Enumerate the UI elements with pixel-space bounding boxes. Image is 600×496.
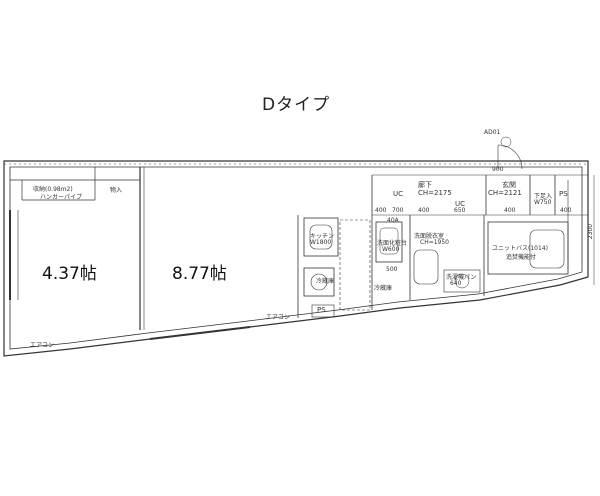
- washroom-label: 洗面脱衣室: [414, 233, 445, 240]
- ps-label-bottom: PS: [317, 306, 326, 314]
- aircon-label: エアコン: [266, 314, 291, 321]
- dim-400-b: 400: [418, 207, 430, 214]
- dim-650: 650: [454, 207, 466, 214]
- uc-label-1: UC: [393, 190, 404, 198]
- breaker-label: 40A: [387, 217, 399, 224]
- washstand-width: W600: [382, 246, 400, 253]
- unit-bath-sub: 追焚機能付: [506, 254, 537, 261]
- aircon-label-2: エアコン: [30, 342, 55, 349]
- kitchen-width: W1800: [310, 239, 332, 246]
- corridor-label: 廊下: [418, 181, 432, 189]
- shoe-box-label: 下足入: [534, 193, 553, 200]
- door-tag: AD01: [484, 129, 501, 136]
- corridor-ch: CH=2175: [418, 189, 452, 197]
- dim-400-a: 400: [375, 207, 387, 214]
- uc-label-2: UC: [455, 200, 466, 208]
- laundry-pan-label: 洗濯機パン: [446, 274, 477, 281]
- kitchen-label: キッチン: [310, 233, 335, 240]
- inner-wall: [9, 166, 583, 350]
- washroom-ch: CH=1950: [420, 239, 449, 246]
- plan-title: Dタイプ: [262, 95, 331, 115]
- laundry-pan-width: 640: [450, 280, 462, 287]
- entrance-label: 玄関: [502, 181, 516, 189]
- dim-400-c: 400: [504, 207, 516, 214]
- washstand-label: 洗面化粧台: [377, 240, 408, 247]
- storage-label: 物入: [110, 187, 123, 194]
- unit-bath-label: ユニットバス(1014): [492, 245, 548, 252]
- shoe-box-width: W750: [534, 199, 552, 206]
- refrig-side-label: 冷蔵庫: [316, 278, 335, 285]
- closet-label: 収納(0.98m2): [33, 186, 73, 193]
- outer-wall: [3, 160, 589, 357]
- ps-label-right: PS: [559, 190, 568, 198]
- dim-700: 700: [392, 207, 404, 214]
- dim-2300: 2300: [587, 223, 595, 240]
- dim-400-d: 400: [560, 207, 572, 214]
- room-a-size: 4.37帖: [42, 264, 97, 284]
- room-b-size: 8.77帖: [172, 264, 227, 284]
- closet-sub-label: ハンガーパイプ: [40, 194, 82, 201]
- entrance-ch: CH=2121: [488, 189, 522, 197]
- dim-900: 900: [492, 166, 504, 173]
- fridge-label: 冷蔵庫: [374, 285, 393, 292]
- dim-500: 500: [386, 266, 398, 273]
